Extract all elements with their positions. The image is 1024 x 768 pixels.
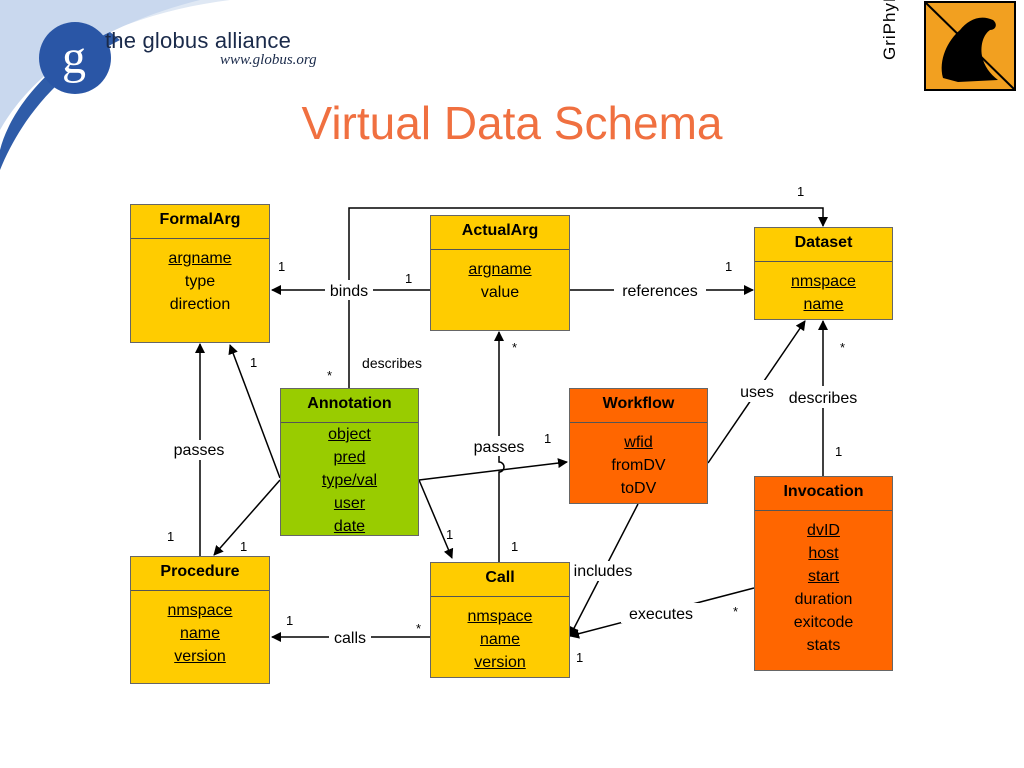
globus-letter: g	[62, 31, 86, 84]
class-formalarg: FormalArg argname type direction	[130, 204, 270, 343]
class-dataset-name: Dataset	[755, 228, 892, 262]
label-executes: executes	[629, 606, 693, 623]
class-procedure-name: Procedure	[131, 557, 269, 591]
mult-actual-star: *	[512, 340, 517, 355]
field-actualarg-1: value	[480, 284, 520, 301]
field-invocation-4: exitcode	[793, 614, 854, 631]
class-invocation: Invocation dvID host start duration exitcode…	[754, 476, 893, 671]
field-annotation-0: object	[328, 426, 371, 443]
label-references: references	[622, 283, 698, 300]
label-calls: calls	[334, 630, 366, 647]
label-describes-right: describes	[789, 390, 857, 407]
class-invocation-name: Invocation	[755, 477, 892, 511]
field-formalarg-1: type	[184, 273, 216, 290]
mult-proc-left: 1	[167, 529, 174, 544]
mult-ref-dataset: 1	[725, 259, 732, 274]
field-workflow-2: toDV	[620, 480, 657, 497]
mult-workflow: 1	[544, 431, 551, 446]
field-invocation-1: host	[808, 545, 839, 562]
field-dataset-0: nmspace	[791, 273, 856, 290]
label-binds: binds	[330, 283, 368, 300]
class-procedure: Procedure nmspace name version	[130, 556, 270, 684]
logo-text: the globus alliance	[105, 28, 292, 53]
field-workflow-1: fromDV	[611, 457, 666, 474]
field-call-0: nmspace	[467, 608, 533, 625]
class-call-name: Call	[431, 563, 569, 597]
class-dataset: Dataset nmspace name	[754, 227, 893, 320]
field-invocation-0: dvID	[807, 522, 840, 539]
field-dataset-1: name	[803, 296, 844, 313]
mult-call-right: 1	[511, 539, 518, 554]
class-dataset-fields: nmspace name	[755, 262, 892, 316]
label-passes-mid: passes	[474, 439, 525, 456]
page-title: Virtual Data Schema	[301, 97, 723, 149]
logo-url: www.globus.org	[220, 52, 317, 68]
class-workflow-fields: wfid fromDV toDV	[570, 423, 707, 500]
griphyn-logo	[924, 1, 1016, 91]
class-annotation: Annotation object pred type/val user date	[280, 388, 419, 536]
class-procedure-fields: nmspace name version	[131, 591, 269, 668]
mult-ann-formal: 1	[250, 355, 257, 370]
label-describes-top: describes	[362, 355, 422, 371]
field-annotation-2: type/val	[321, 472, 378, 489]
field-actualarg-0: argname	[468, 261, 532, 278]
class-workflow-name: Workflow	[570, 389, 707, 423]
class-workflow: Workflow wfid fromDV toDV	[569, 388, 708, 504]
mult-dataset-star: *	[840, 340, 845, 355]
edge-passes-mid	[494, 331, 505, 562]
class-actualarg: ActualArg argname value	[430, 215, 570, 331]
class-call-fields: nmspace name version	[431, 597, 569, 674]
field-formalarg-0: argname	[168, 250, 232, 267]
label-includes: includes	[574, 563, 633, 580]
mult-calls-star: *	[416, 621, 421, 636]
edge-annotation-formalarg	[228, 344, 281, 479]
class-actualarg-name: ActualArg	[431, 216, 569, 250]
mult-exec-star: *	[733, 604, 738, 619]
edge-annotation-call	[418, 479, 454, 559]
label-passes-left: passes	[174, 442, 225, 459]
class-annotation-name: Annotation	[281, 389, 418, 423]
field-annotation-3: user	[333, 495, 366, 512]
class-formalarg-fields: argname type direction	[131, 239, 269, 316]
field-formalarg-2: direction	[169, 296, 231, 313]
mult-invocation: 1	[835, 444, 842, 459]
griffin-icon	[941, 17, 998, 82]
class-actualarg-fields: argname value	[431, 250, 569, 304]
mult-call-bottom: 1	[576, 650, 583, 665]
field-call-1: name	[479, 631, 521, 648]
edge-annotation-procedure	[213, 479, 281, 556]
field-procedure-0: nmspace	[167, 602, 233, 619]
label-uses: uses	[740, 384, 774, 401]
globus-circle-icon	[39, 22, 111, 94]
mult-ann-star: *	[327, 368, 332, 383]
field-invocation-2: start	[807, 568, 840, 585]
field-invocation-5: stats	[806, 637, 841, 654]
field-annotation-1: pred	[333, 449, 366, 466]
mult-binds-formal: 1	[278, 259, 285, 274]
class-invocation-fields: dvID host start duration exitcode stats	[755, 511, 892, 657]
mult-top-dataset: 1	[797, 184, 804, 199]
field-invocation-3: duration	[794, 591, 853, 608]
mult-call-left: 1	[446, 527, 453, 542]
field-workflow-0: wfid	[624, 434, 653, 451]
field-annotation-4: date	[333, 518, 366, 535]
mult-binds-actual: 1	[405, 271, 412, 286]
field-procedure-2: version	[174, 648, 226, 665]
class-call: Call nmspace name version	[430, 562, 570, 678]
class-formalarg-name: FormalArg	[131, 205, 269, 239]
field-call-2: version	[474, 654, 526, 671]
mult-calls-proc: 1	[286, 613, 293, 628]
globus-logo-swoosh	[0, 0, 230, 170]
class-annotation-fields: object pred type/val user date	[281, 423, 418, 538]
field-procedure-1: name	[179, 625, 221, 642]
mult-proc-right: 1	[240, 539, 247, 554]
edge-annotation-workflow	[418, 458, 568, 481]
